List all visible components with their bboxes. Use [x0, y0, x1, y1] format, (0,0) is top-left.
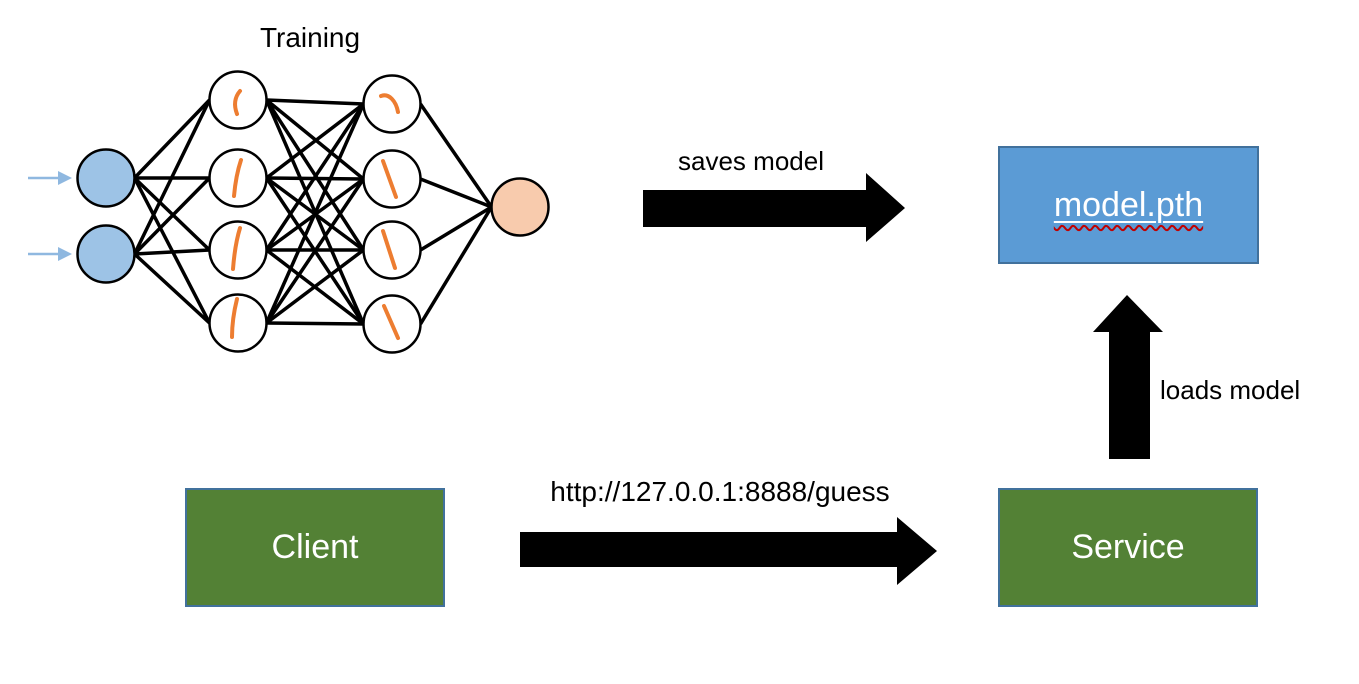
input-node	[76, 148, 136, 208]
model-file-underline: model.pth	[1054, 186, 1203, 225]
loads-model-arrow-icon	[1093, 295, 1163, 459]
model-file-box: model.pth	[998, 146, 1259, 264]
network-edge	[265, 103, 365, 251]
service-box: Service	[998, 488, 1258, 607]
hidden-1-node	[208, 293, 268, 353]
network-edge	[266, 98, 364, 106]
network-edge	[133, 176, 211, 256]
output-node	[490, 177, 550, 237]
network-edge	[419, 177, 493, 209]
service-label: Service	[1071, 528, 1185, 566]
network-edge	[133, 98, 211, 180]
network-edge	[264, 103, 366, 324]
network-edge	[265, 102, 365, 180]
activation-mark	[382, 304, 400, 340]
request-url-label: http://127.0.0.1:8888/guess	[550, 476, 890, 507]
network-edge	[419, 206, 493, 325]
network-edge	[133, 252, 211, 325]
input-arrow-icon	[58, 247, 72, 261]
network-edge	[132, 99, 212, 255]
loads-model-label: loads model	[1160, 375, 1301, 405]
activation-mark	[381, 229, 397, 270]
activation-mark	[379, 93, 400, 114]
activation-mark	[381, 159, 398, 199]
hidden-2-node	[362, 149, 422, 209]
hidden-1-node	[208, 70, 268, 130]
saves-model-label: saves model	[678, 146, 824, 176]
network-edge	[134, 248, 210, 256]
activation-mark	[230, 297, 239, 339]
network-edge	[419, 205, 493, 252]
activation-mark	[233, 89, 242, 116]
network-edge	[266, 321, 364, 326]
activation-mark	[232, 158, 243, 198]
input-arrow-icon	[58, 171, 72, 185]
hidden-1-node	[208, 220, 268, 280]
network-edge	[419, 103, 493, 208]
model-file-label: model.pth	[1053, 185, 1204, 224]
network-edge	[265, 178, 365, 324]
network-edge	[265, 248, 365, 325]
activation-mark	[231, 226, 242, 271]
request-arrow-icon	[520, 517, 937, 585]
saves-model-arrow-icon	[643, 173, 905, 242]
input-node	[76, 224, 136, 284]
client-label: Client	[271, 528, 359, 566]
neural-network-figure	[28, 70, 550, 354]
hidden-2-node	[362, 220, 422, 280]
hidden-2-node	[362, 74, 422, 134]
client-box: Client	[185, 488, 445, 607]
training-label: Training	[259, 22, 361, 53]
